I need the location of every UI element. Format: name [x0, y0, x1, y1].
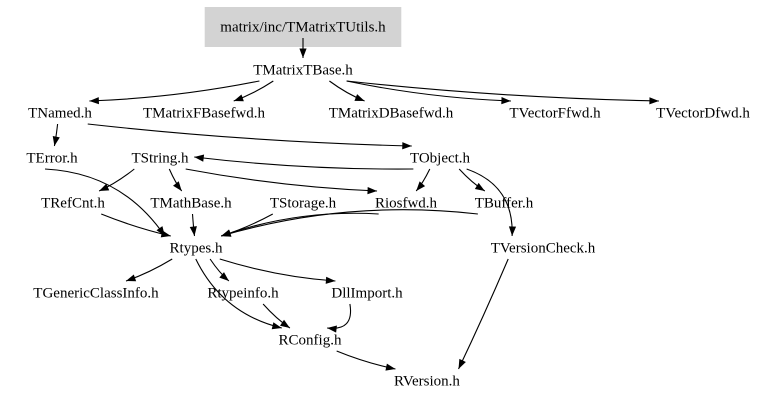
edge-arrowhead: [221, 229, 232, 237]
edge-arrowhead: [233, 94, 244, 102]
edge-tversioncheck-to-rversion: [458, 258, 509, 370]
edge-arrowhead: [219, 272, 229, 281]
edge-arrowhead: [327, 325, 337, 333]
edge-arrowhead: [474, 182, 485, 191]
edge-arrowhead: [173, 181, 182, 191]
node-label-tmatrixtbase: TMatrixTBase.h: [253, 62, 353, 78]
node-label-tbuffer: TBuffer.h: [475, 195, 534, 211]
edge-arrowhead: [501, 97, 511, 105]
edge-arrowhead: [458, 358, 466, 369]
edge-arrowhead: [194, 154, 205, 162]
edge-arrowhead: [325, 276, 336, 284]
node-label-tvectordfwd: TVectorDfwd.h: [656, 105, 750, 121]
node-label-tmathbase: TMathBase.h: [150, 195, 232, 211]
edge-tstring-to-riosfwd: [185, 168, 378, 192]
graph-edges-layer: [44, 38, 659, 371]
edge-arrowhead: [99, 183, 110, 191]
edge-tmatrixtbase-to-tvectorffwd: [346, 80, 511, 102]
node-label-tversioncheck: TVersionCheck.h: [491, 240, 596, 256]
edge-arrowhead: [160, 230, 171, 238]
edge-arrowhead: [280, 319, 290, 328]
edge-arrowhead: [367, 187, 378, 195]
edge-arrowhead: [416, 181, 426, 191]
edge-arrowhead: [52, 135, 60, 146]
edge-arrowhead: [385, 363, 396, 371]
edge-rtypes-to-rconfig: [195, 258, 282, 329]
node-label-terror: TError.h: [26, 150, 78, 166]
node-label-tmatrixfbasefwd: TMatrixFBasefwd.h: [143, 105, 266, 121]
edge-arrowhead: [649, 97, 659, 105]
edge-dllimport-to-rconfig: [327, 303, 352, 329]
edge-tbuffer-to-rtypes: [221, 209, 478, 237]
node-label-dllimport: DllImport.h: [331, 285, 403, 301]
node-label-rconfig: RConfig.h: [279, 332, 342, 348]
node-label-riosfwd: Riosfwd.h: [375, 195, 438, 211]
node-label-tobject: TObject.h: [410, 150, 471, 166]
node-label-tmatrixdbasefwd: TMatrixDBasefwd.h: [329, 105, 454, 121]
edge-tobject-to-tstring: [194, 156, 414, 170]
edge-arrowhead: [508, 226, 517, 236]
edge-arrowhead: [89, 97, 99, 105]
edge-arrowhead: [402, 142, 412, 150]
node-labels-layer: matrix/inc/TMatrixTUtils.hTMatrixTBase.h…: [26, 19, 750, 389]
edge-tobject-to-tversioncheck: [466, 168, 513, 237]
edge-tmatrixtbase-to-tnamed: [89, 80, 260, 102]
edge-arrowhead: [271, 322, 282, 330]
node-label-tvectorffwd: TVectorFfwd.h: [509, 105, 601, 121]
edge-riosfwd-to-rtypes: [220, 212, 379, 237]
edge-tmatrixtbase-to-tvectordfwd: [346, 80, 659, 102]
edge-terror-to-rtypes: [44, 168, 166, 237]
node-label-rtypeinfo: Rtypeinfo.h: [207, 285, 279, 301]
edge-arrowhead: [126, 274, 137, 282]
edge-arrowhead: [299, 48, 307, 58]
edge-rtypes-to-dllimport: [219, 258, 336, 282]
node-label-trefcnt: TRefCnt.h: [41, 195, 105, 211]
node-label-root: matrix/inc/TMatrixTUtils.h: [220, 19, 386, 35]
node-label-tnamed: TNamed.h: [28, 105, 92, 121]
node-label-tgenericclassinfo: TGenericClassInfo.h: [33, 285, 159, 301]
edge-arrowhead: [189, 226, 197, 236]
node-label-rtypes: Rtypes.h: [170, 240, 223, 256]
node-label-rversion: RVersion.h: [394, 373, 460, 389]
node-label-tstring: TString.h: [131, 150, 189, 166]
edge-arrowhead: [354, 94, 365, 101]
node-label-tstorage: TStorage.h: [270, 195, 337, 211]
edge-tnamed-to-tobject: [87, 123, 412, 147]
